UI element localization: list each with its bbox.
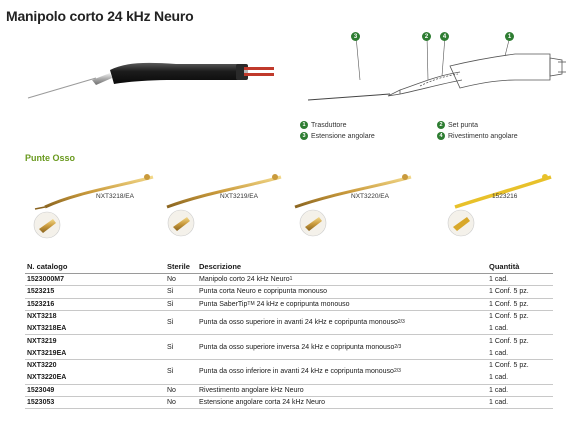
cell-sterile: Sì [165,334,197,361]
cell-qty: 1 Conf. 5 pz. [489,362,529,370]
cell-sterile: Sì [165,285,197,299]
tip-image-4 [447,174,552,237]
legend-badge-3: 3 [300,132,308,140]
desc-text: Punta SaberTip [199,300,248,308]
desc-text-after: 24 kHz e copripunta monouso [254,300,350,308]
cell-sterile: No [165,273,197,287]
legend-badge-1: 1 [300,121,308,129]
cell-desc: Punta SaberTipTM 24 kHz e copripunta mon… [197,298,487,311]
legend-item-3: 3 Estensione angolare [300,132,375,140]
cell-code: NXT3220 [27,362,57,370]
cell-qty: 1 cad. [487,396,553,410]
tip-image-2 [166,174,282,237]
legend-item-4: 4 Rivestimento angolare [437,132,518,140]
desc-text: Manipolo corto 24 kHz Neuro [199,276,290,284]
cell-code: 1523053 [25,396,165,410]
table-row: 1523053 No Estensione angolare corta 24 … [25,396,553,410]
tip-code-4: 1523216 [492,193,518,200]
cell-code: NXT3218EA [25,322,165,336]
cell-desc: Punta da osso superiore inversa 24 kHz e… [197,334,487,361]
header-code: N. catalogo [25,260,165,274]
cell-desc: Punta corta Neuro e copripunta monouso [197,285,487,299]
desc-footnote: 2/3 [397,319,405,326]
cell-qty: 1 Conf. 5 pz. [489,313,529,321]
desc-trademark: TM [247,300,255,307]
table-row: NXT3220EA 1 cad. [25,371,553,385]
handpiece-image [27,62,274,99]
cell-desc: Rivestimento angolare kHz Neuro [197,384,487,397]
table-row: 1523216 Sì Punta SaberTipTM 24 kHz e cop… [25,298,553,311]
exploded-diagram [307,35,566,101]
diagram-badge-3: 3 [351,32,360,41]
legend-badge-2: 2 [437,121,445,129]
legend-label-4: Rivestimento angolare [448,132,518,140]
table-row: NXT3220 Sì Punta da osso inferiore in av… [25,359,553,385]
legend-item-1: 1 Trasduttore [300,121,347,129]
cell-code: NXT3218 [27,313,57,321]
legend-label-1: Trasduttore [311,121,347,129]
cell-qty: 1 cad. [487,371,553,385]
catalog-table: N. catalogo Sterile Descrizione Quantità… [25,260,553,410]
desc-text: Punta da osso superiore in avanti 24 kHz… [199,319,398,327]
cell-code: 1523049 [25,384,165,397]
tip-image-1 [33,174,154,239]
table-row: 1523215 Sì Punta corta Neuro e copripunt… [25,285,553,299]
cell-sterile: No [165,396,197,410]
legend-label-3: Estensione angolare [311,132,375,140]
desc-footnote: 1 [289,276,293,283]
cell-sterile: Sì [165,310,197,336]
cell-desc: Punta da osso inferiore in avanti 24 kHz… [197,359,487,385]
cell-qty: 1 cad. [487,322,553,336]
cell-code: NXT3219EA [25,347,165,361]
tip-code-3: NXT3220/EA [351,193,389,200]
desc-footnote: 2/3 [394,343,402,350]
cell-qty: 1 cad. [487,273,553,287]
cell-desc: Manipolo corto 24 kHz Neuro1 [197,273,487,287]
legend-item-2: 2 Set punta [437,121,478,129]
header-desc: Descrizione [197,260,487,274]
tip-code-1: NXT3218/EA [96,193,134,200]
cell-sterile: Sì [165,298,197,311]
cell-code: 1523000M7 [25,273,165,287]
diagram-badge-2: 2 [422,32,431,41]
cell-desc: Estensione angolare corta 24 kHz Neuro [197,396,487,410]
cell-qty: 1 Conf. 5 pz. [489,337,529,345]
tip-code-2: NXT3219/EA [220,193,258,200]
cell-qty: 1 Conf. 5 pz. [487,285,553,299]
cell-code: 1523215 [25,285,165,299]
header-qty: Quantità [487,260,553,274]
page-title: Manipolo corto 24 kHz Neuro [6,8,194,24]
table-row: 1523000M7 No Manipolo corto 24 kHz Neuro… [25,273,553,287]
legend-badge-4: 4 [437,132,445,140]
diagram-badge-4: 4 [440,32,449,41]
table-row: NXT3218 Sì Punta da osso superiore in av… [25,310,553,336]
header-sterile: Sterile [165,260,197,274]
cell-sterile: Sì [165,359,197,385]
desc-footnote: 2/3 [393,368,401,375]
cell-sterile: No [165,384,197,397]
table-row: NXT3219EA 1 cad. [25,347,553,361]
cell-qty: 1 Conf. 5 pz. [487,298,553,311]
table-row: NXT3219 Sì Punta da osso superiore inver… [25,334,553,361]
cell-qty: 1 cad. [487,384,553,397]
desc-text: Punta da osso superiore inversa 24 kHz e… [199,343,395,351]
diagram-badge-1: 1 [505,32,514,41]
cell-code: NXT3220EA [25,371,165,385]
table-row: 1523049 No Rivestimento angolare kHz Neu… [25,384,553,397]
table-header-row: N. catalogo Sterile Descrizione Quantità [25,260,553,274]
cell-code: NXT3219 [27,337,57,345]
section-title: Punte Osso [25,153,76,163]
cell-qty: 1 cad. [487,347,553,361]
desc-text: Punta da osso inferiore in avanti 24 kHz… [199,368,394,376]
cell-code: 1523216 [25,298,165,311]
table-row: NXT3218EA 1 cad. [25,322,553,336]
cell-desc: Punta da osso superiore in avanti 24 kHz… [197,310,487,336]
tip-image-3 [294,174,412,237]
legend-label-2: Set punta [448,121,478,129]
